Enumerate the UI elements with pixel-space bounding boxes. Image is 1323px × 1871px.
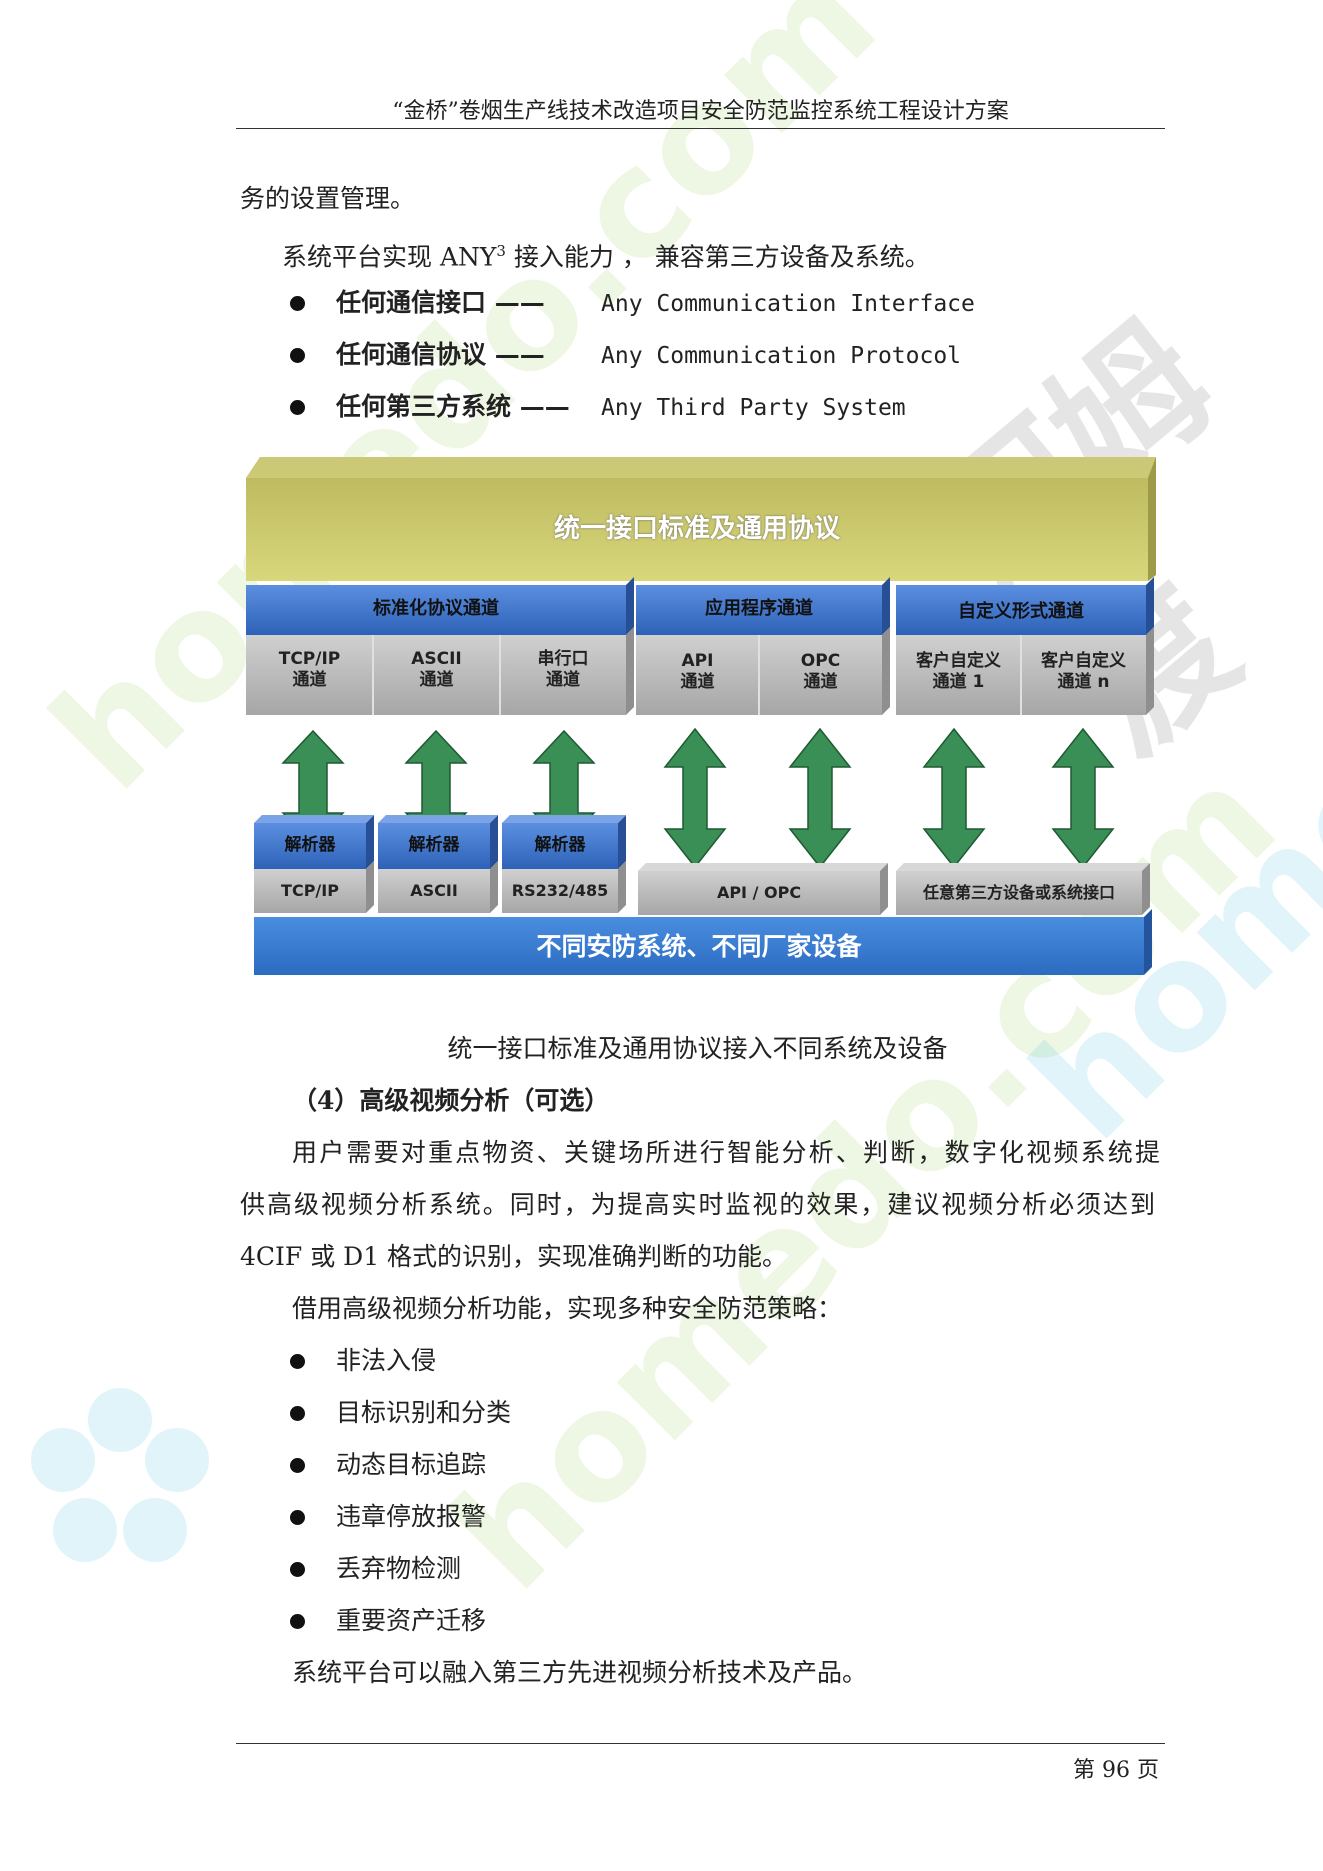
paragraph-line: 用户需要对重点物资、关键场所进行智能分析、判断，数字化视频系统提 (292, 1138, 1160, 1167)
protocol-label: API / OPC (716, 883, 802, 902)
protocol-label: RS232/485 (511, 881, 609, 900)
intro-line-1: 务的设置管理。 (240, 184, 416, 213)
protocol-label: 任意第三方设备或系统接口 (922, 883, 1115, 902)
bullet-icon (290, 400, 305, 415)
diagram-top-label: 统一接口标准及通用协议 (553, 514, 840, 544)
bullet-icon (290, 1614, 305, 1629)
protocol-label: TCP/IP (281, 881, 339, 900)
figure-caption: 统一接口标准及通用协议接入不同系统及设备 (447, 1034, 948, 1063)
bullet-icon (290, 1510, 305, 1525)
channel-cell: API 通道 (680, 651, 715, 693)
channel-cell: OPC 通道 (800, 651, 841, 693)
header-rule (236, 128, 1165, 129)
interface-architecture-diagram: 统一接口标准及通用协议 标准化协议通道 应用程序通道 自定义形式通道 TCP/I… (240, 453, 1160, 993)
intro-line-2-b: 接入能力 ， 兼容第三方设备及系统。 (505, 242, 930, 272)
any-bullet-en: Any Communication Protocol (601, 343, 962, 369)
diagram-bottom-label: 不同安防系统、不同厂家设备 (536, 932, 862, 961)
group-title-bar (636, 585, 882, 635)
intro-superscript: 3 (496, 242, 506, 260)
bullet-icon (290, 348, 305, 363)
parser-blocks (254, 815, 1150, 915)
list-item: 违章停放报警 (336, 1502, 487, 1531)
list-item: 丢弃物检测 (336, 1554, 462, 1583)
channel-cell: TCP/IP 通道 (278, 649, 341, 691)
list-item: 动态目标追踪 (336, 1450, 487, 1479)
section-heading: （4）高级视频分析（可选） (292, 1086, 610, 1115)
channel-cell: 客户自定义 通道 n (1041, 651, 1126, 693)
any-bullet-cn: 任何第三方系统 —— (336, 392, 570, 421)
parser-label: 解析器 (534, 835, 586, 855)
group-title-bar (246, 585, 626, 635)
channel-cell: 串行口 通道 (537, 649, 589, 691)
bullet-icon (290, 1562, 305, 1577)
parser-label: 解析器 (408, 835, 460, 855)
paragraph-line: 4CIF 或 D1 格式的识别，实现准确判断的功能。 (240, 1242, 788, 1271)
intro-line-2-a: 系统平台实现 ANY (282, 242, 497, 272)
document-header-title: “金桥”卷烟生产线技术改造项目安全防范监控系统工程设计方案 (392, 99, 1009, 124)
paragraph-line: 借用高级视频分析功能，实现多种安全防范策略： (292, 1294, 843, 1323)
intro-line-2: 系统平台实现 ANY3 接入能力 ， 兼容第三方设备及系统。 (282, 234, 930, 274)
list-item: 目标识别和分类 (336, 1398, 512, 1427)
list-item: 重要资产迁移 (336, 1606, 487, 1635)
group-title: 应用程序通道 (705, 598, 813, 619)
diagram-graphics (246, 457, 1156, 975)
channel-cell: ASCII 通道 (411, 649, 462, 691)
group-cells (246, 635, 626, 715)
footer-rule (236, 1743, 1165, 1744)
protocol-label: ASCII (410, 881, 458, 900)
bullet-icon (290, 1354, 305, 1369)
bullet-icon (290, 296, 305, 311)
any-bullet-cn: 任何通信协议 —— (336, 340, 545, 369)
group-title-bar (896, 585, 1146, 635)
channel-cell: 客户自定义 通道 1 (916, 651, 1001, 693)
group-title: 标准化协议通道 (373, 598, 499, 619)
bullet-icon (290, 1406, 305, 1421)
closing-paragraph: 系统平台可以融入第三方先进视频分析技术及产品。 (292, 1658, 868, 1687)
parser-label: 解析器 (284, 835, 336, 855)
group-title: 自定义形式通道 (958, 601, 1084, 622)
paragraph-line: 供高级视频分析系统。同时，为提高实时监视的效果，建议视频分析必须达到 (240, 1190, 1155, 1219)
any-bullet-en: Any Third Party System (601, 395, 906, 421)
page-number: 第 96 页 (1073, 1758, 1159, 1783)
top-band-shape (246, 457, 1156, 581)
watermark-flower-icon (20, 1380, 220, 1580)
bottom-band-shape (254, 917, 1144, 975)
bullet-icon (290, 1458, 305, 1473)
list-item: 非法入侵 (336, 1346, 437, 1375)
any-bullet-cn: 任何通信接口 —— (336, 288, 545, 317)
any-bullet-en: Any Communication Interface (601, 291, 975, 317)
